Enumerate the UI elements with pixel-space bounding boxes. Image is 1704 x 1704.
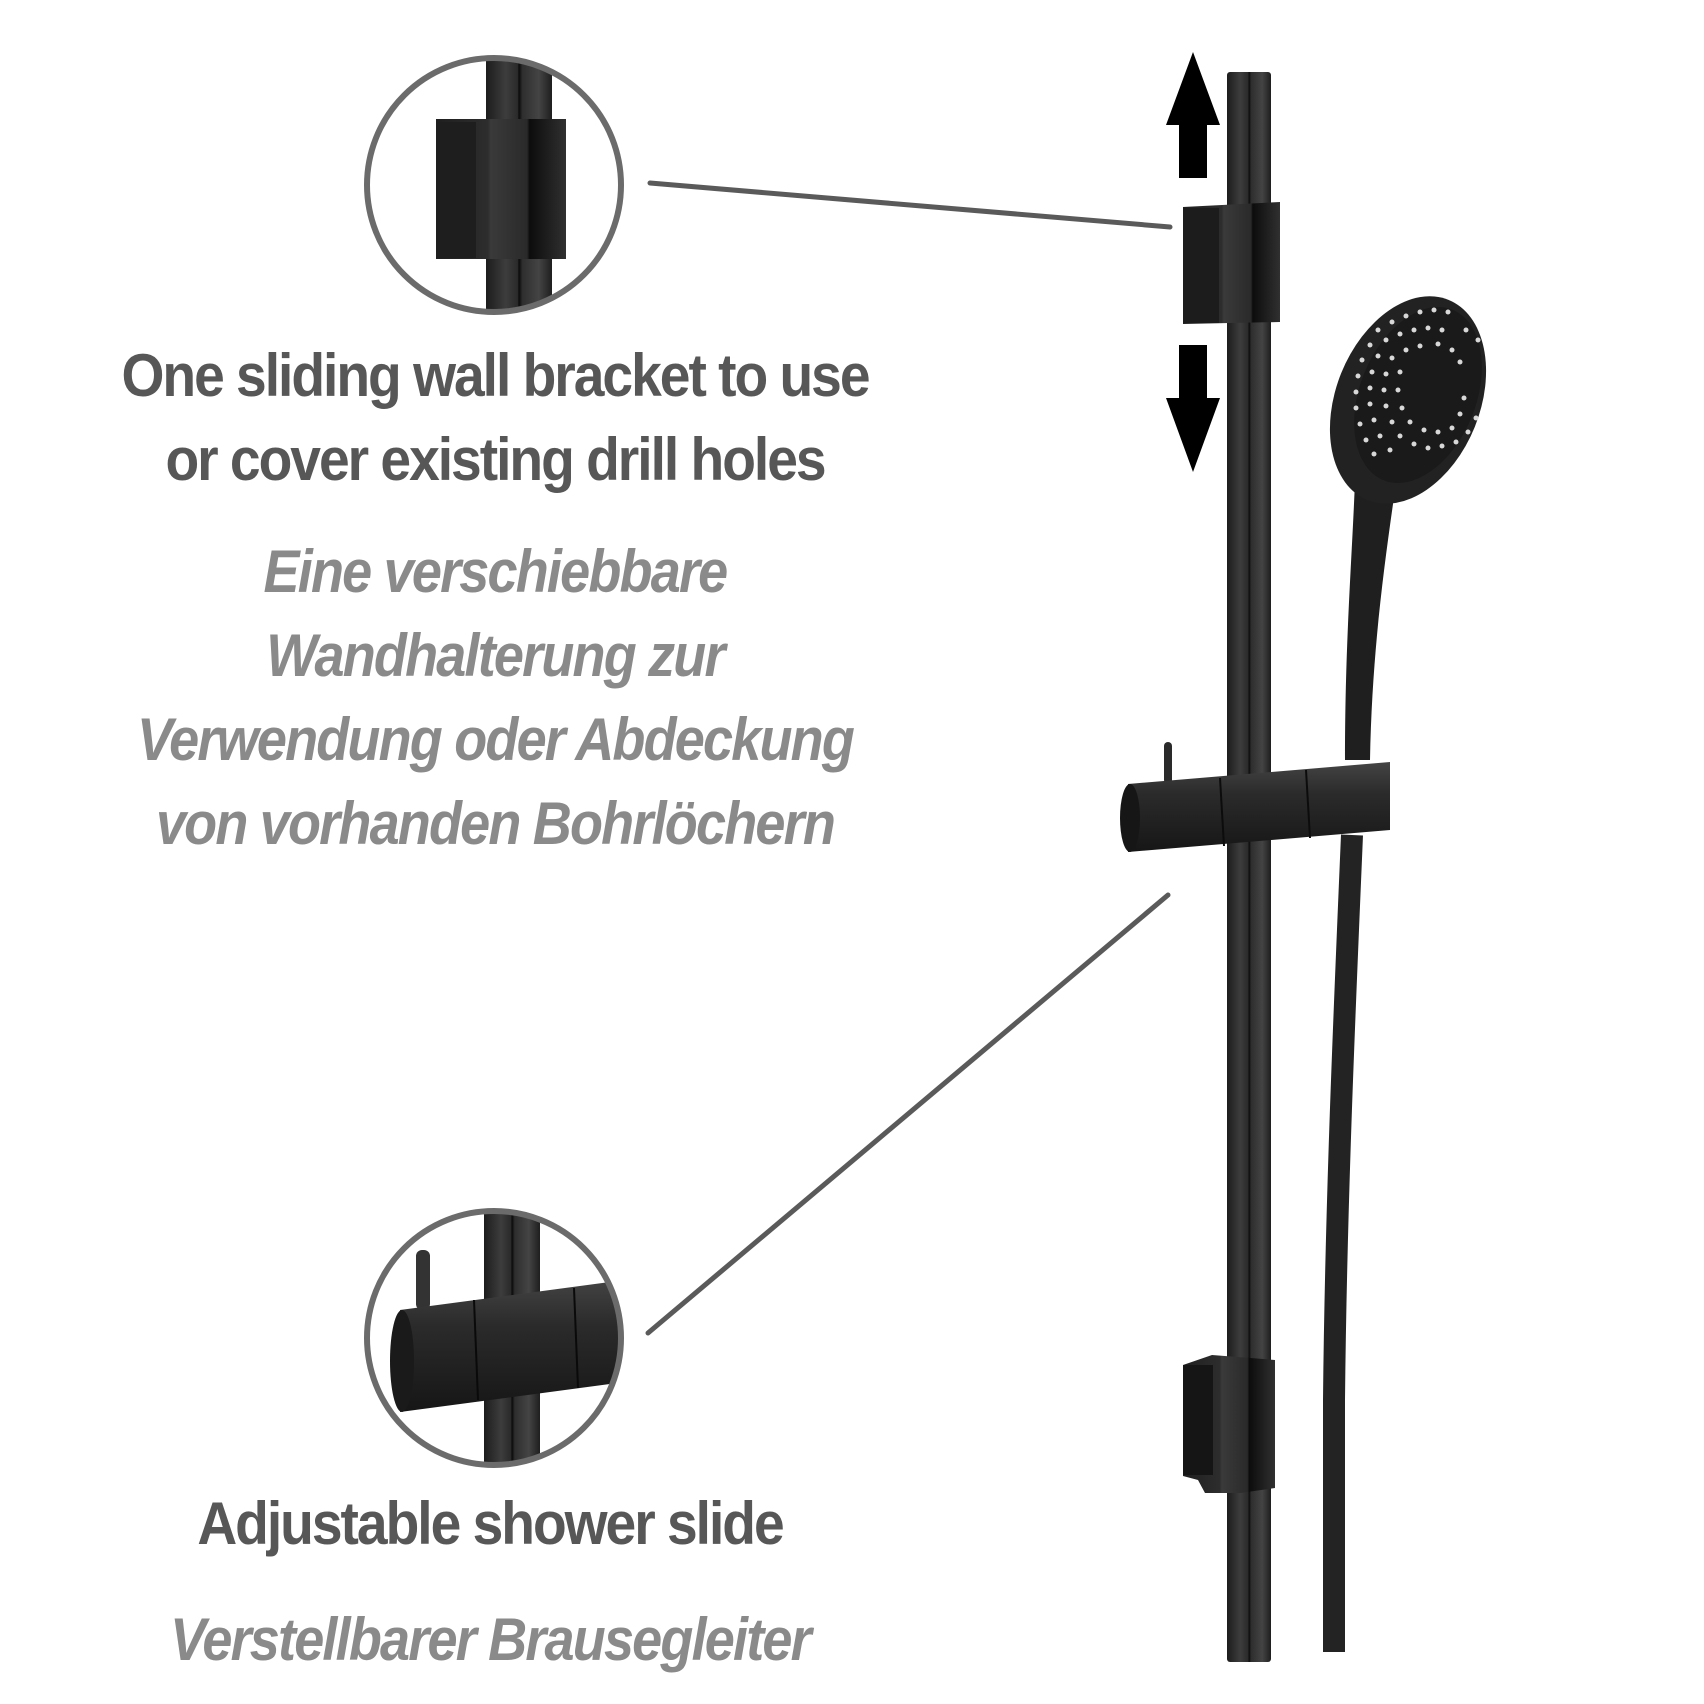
up-arrow-icon: [1166, 52, 1220, 178]
slide-title-de-line-1: Verstellbarer Brausegleiter: [170, 1606, 812, 1673]
bracket-title-de-line-4: von vorhanden Bohrlöchern: [155, 790, 836, 857]
shower-hose: [1323, 834, 1363, 1652]
shower-slide: [1120, 742, 1390, 852]
bracket-title-de-line-1: Eine verschiebbare: [263, 538, 729, 605]
shower-rail: [1227, 72, 1271, 1662]
bracket-title-de-line-2: Wandhalterung zur: [266, 622, 725, 689]
shower-nozzle-dots: [1353, 307, 1481, 457]
bottom-wall-bracket: [1183, 1355, 1275, 1493]
bracket-callout-line: [647, 180, 1173, 230]
top-wall-bracket: [1183, 202, 1280, 324]
slide-title-en-line-1: Adjustable shower slide: [197, 1490, 784, 1557]
bracket-title-en-line-1: One sliding wall bracket to use: [121, 342, 870, 409]
bracket-detail-magnifier: [364, 55, 624, 315]
down-arrow-icon: [1166, 345, 1220, 472]
slide-title-en: Adjustable shower slide: [94, 1484, 885, 1564]
bracket-title-de: Eine verschiebbare Wandhalterung zur Ver…: [77, 530, 914, 866]
slide-title-de: Verstellbarer Brausegleiter: [103, 1598, 877, 1682]
hand-shower: [1329, 296, 1487, 760]
slide-callout-line: [645, 892, 1171, 1336]
bracket-title-en-line-2: or cover existing drill holes: [165, 426, 826, 493]
bracket-title-en: One sliding wall bracket to use or cover…: [67, 334, 923, 502]
slide-detail-magnifier: [364, 1208, 624, 1468]
bracket-title-de-line-3: Verwendung oder Abdeckung: [136, 706, 855, 773]
